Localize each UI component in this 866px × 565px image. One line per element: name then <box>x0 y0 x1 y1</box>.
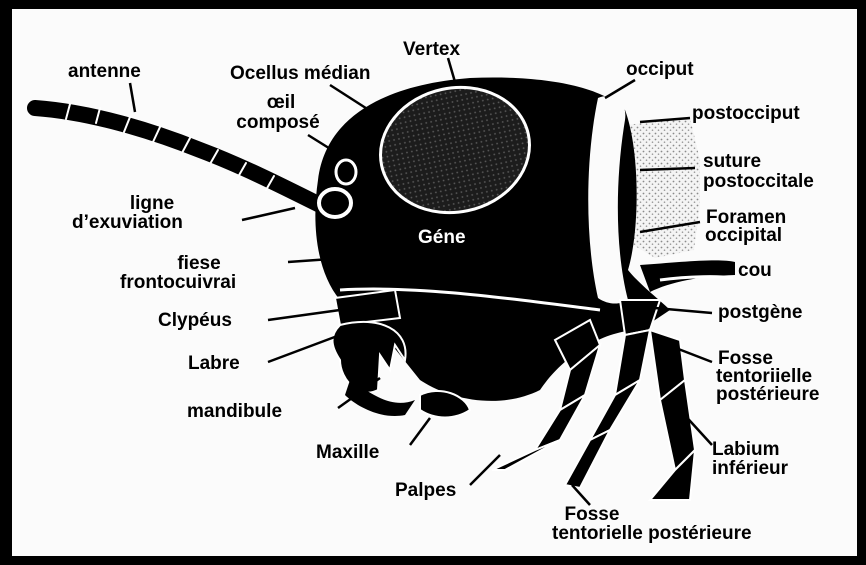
label-labre: Labre <box>188 354 240 374</box>
label-fosse-tent-3: postérieure <box>716 385 819 405</box>
label-ocellus-median: Ocellus médian <box>230 64 370 84</box>
label-foramen-2: occipital <box>705 226 782 246</box>
label-mandibule: mandibule <box>187 402 282 422</box>
label-fiese-2: frontocuivrai <box>120 273 236 293</box>
label-fosse-post-2: tentorielle postérieure <box>552 524 752 544</box>
label-oeil-compose-2: composé <box>218 113 338 133</box>
label-maxille: Maxille <box>316 443 379 463</box>
label-oeil-compose-1: œil <box>230 93 332 113</box>
label-ligne-2: d’exuviation <box>72 213 183 233</box>
label-fiese-1: fiese <box>118 254 280 274</box>
label-ligne-1: ligne <box>92 194 212 214</box>
label-postgene: postgène <box>718 303 802 323</box>
label-cou: cou <box>738 261 772 281</box>
label-suture-2: postoccitale <box>703 172 814 192</box>
label-vertex: Vertex <box>403 40 460 60</box>
ocellus <box>336 160 356 184</box>
label-postocciput: postocciput <box>692 104 800 124</box>
label-fosse-post-1: Fosse <box>552 505 632 525</box>
label-occiput: occiput <box>626 60 694 80</box>
label-clypeus: Clypéus <box>158 311 232 331</box>
label-suture-1: suture <box>703 152 761 172</box>
label-gene: Géne <box>418 228 466 248</box>
mandible <box>333 322 406 393</box>
mandible-hook <box>345 380 415 416</box>
antennal-socket <box>319 189 351 217</box>
label-antenne: antenne <box>68 62 141 82</box>
label-labium-2: inférieur <box>712 459 788 479</box>
label-palpes: Palpes <box>395 481 456 501</box>
label-labium-1: Labium <box>712 440 780 460</box>
